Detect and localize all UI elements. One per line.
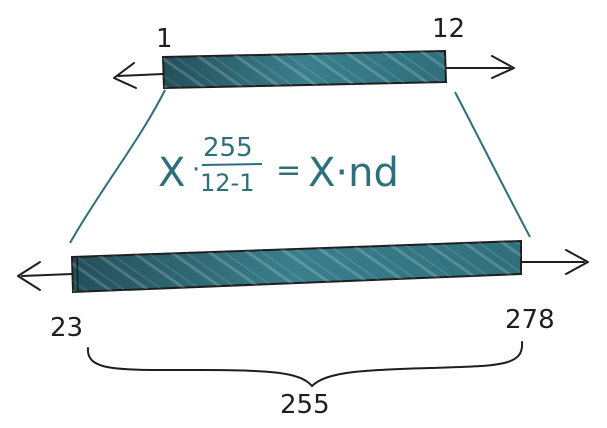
bottom-end-label: 278 (505, 305, 555, 335)
bottom-start-label: 23 (50, 313, 83, 343)
left-connector-line (69, 89, 166, 244)
scaling-formula: X · 255 12-1 = X·nd (158, 133, 399, 197)
formula-denominator: 12-1 (200, 169, 254, 197)
top-end-label: 12 (432, 14, 465, 44)
top-start-label: 1 (156, 24, 173, 54)
bottom-right-arrow-icon (520, 249, 589, 275)
span-brace (86, 341, 524, 388)
formula-fraction-bar (201, 163, 263, 166)
formula-dot: · (192, 155, 200, 185)
right-connector-line (454, 91, 531, 238)
formula-numerator: 255 (203, 133, 253, 163)
bottom-range-bar (70, 239, 522, 294)
formula-rhs: X·nd (308, 150, 399, 196)
bottom-left-arrow-icon (17, 261, 73, 291)
formula-lhs-var: X (158, 150, 185, 196)
span-label: 255 (280, 390, 330, 420)
top-right-arrow-icon (445, 55, 515, 79)
top-left-arrow-icon (113, 62, 164, 89)
top-range-bar (161, 49, 448, 90)
formula-equals: = (276, 153, 301, 188)
